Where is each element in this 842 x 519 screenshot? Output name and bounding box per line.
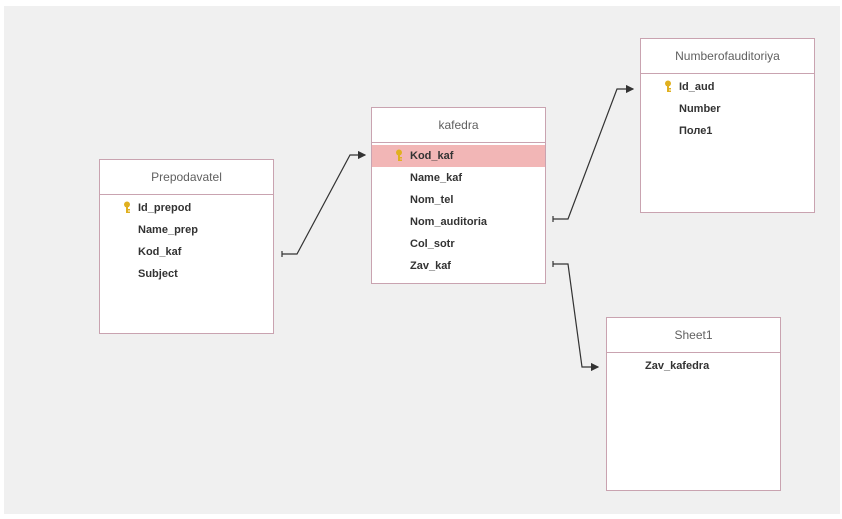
- field-label: Id_prepod: [138, 202, 192, 214]
- relationship-kafedra-sheet1[interactable]: [553, 263, 600, 372]
- field-label: Kod_kaf: [410, 150, 454, 162]
- field-nom-auditoria[interactable]: Nom_auditoria: [372, 211, 545, 233]
- field-pole1[interactable]: Поле1: [641, 120, 814, 142]
- table-prepodavatel[interactable]: Prepodavatel Id_prepod Name_prep Kod_kaf…: [99, 159, 274, 334]
- field-label: Id_aud: [679, 81, 715, 93]
- field-label: Nom_auditoria: [410, 216, 488, 228]
- table-kafedra[interactable]: kafedra Kod_kaf Name_kaf Nom_tel Nom_aud…: [371, 107, 546, 284]
- field-id-prepod[interactable]: Id_prepod: [100, 197, 273, 219]
- field-kod-kaf[interactable]: Kod_kaf: [100, 241, 273, 263]
- field-label: Nom_tel: [410, 194, 454, 206]
- field-nom-tel[interactable]: Nom_tel: [372, 189, 545, 211]
- table-numberofauditoriya[interactable]: Numberofauditoriya Id_aud Number Поле1: [640, 38, 815, 213]
- field-zav-kaf[interactable]: Zav_kaf: [372, 255, 545, 277]
- relationship-kafedra-numberofauditoriya[interactable]: [553, 84, 635, 220]
- field-label: Zav_kaf: [410, 260, 451, 272]
- field-label: Col_sotr: [410, 238, 455, 250]
- field-label: Kod_kaf: [138, 246, 182, 258]
- field-label: Zav_kafedra: [645, 360, 710, 372]
- table-title[interactable]: Prepodavatel: [100, 160, 273, 195]
- field-label: Subject: [138, 268, 178, 280]
- table-title[interactable]: Sheet1: [607, 318, 780, 353]
- field-name-prep[interactable]: Name_prep: [100, 219, 273, 241]
- field-label: Поле1: [679, 125, 713, 137]
- table-sheet1[interactable]: Sheet1 Zav_kafedra: [606, 317, 781, 491]
- table-title[interactable]: Numberofauditoriya: [641, 39, 814, 74]
- field-id-aud[interactable]: Id_aud: [641, 76, 814, 98]
- field-label: Number: [679, 103, 721, 115]
- field-label: Name_kaf: [410, 172, 462, 184]
- field-name-kaf[interactable]: Name_kaf: [372, 167, 545, 189]
- field-subject[interactable]: Subject: [100, 263, 273, 285]
- relationship-prepodavatel-kafedra[interactable]: [282, 150, 367, 255]
- field-zav-kafedra[interactable]: Zav_kafedra: [607, 355, 780, 377]
- primary-key-icon: [665, 80, 671, 92]
- field-label: Name_prep: [138, 224, 198, 236]
- field-number[interactable]: Number: [641, 98, 814, 120]
- primary-key-icon: [124, 201, 130, 213]
- primary-key-icon: [396, 149, 402, 161]
- field-col-sotr[interactable]: Col_sotr: [372, 233, 545, 255]
- field-kod-kaf[interactable]: Kod_kaf: [372, 145, 545, 167]
- table-title[interactable]: kafedra: [372, 108, 545, 143]
